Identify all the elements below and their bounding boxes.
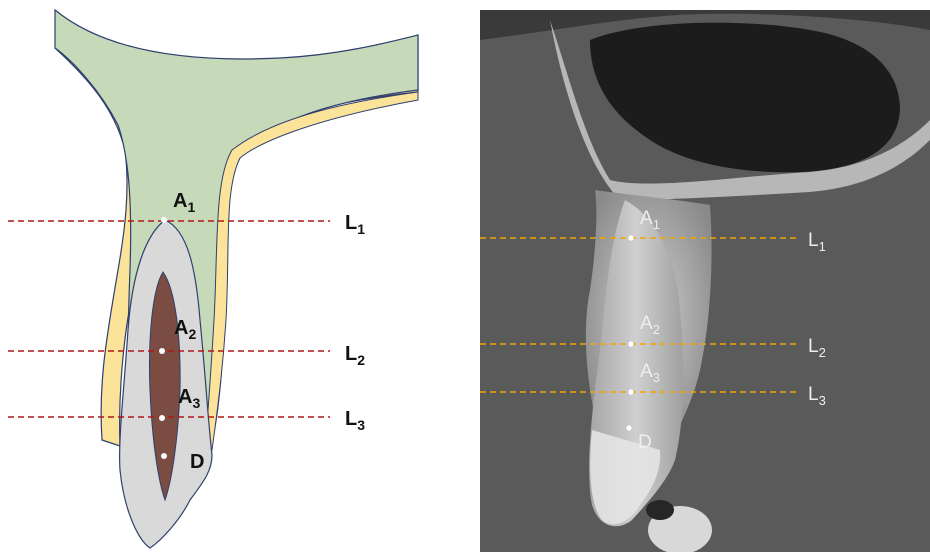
point-a3-marker [159,415,165,421]
inner-cortex [206,92,418,450]
label-l2: L2 [345,343,365,368]
point-d-marker [626,425,631,430]
label-l3: L3 [345,408,365,433]
point-a1-marker [161,217,167,223]
cbct-image-panel: A1 A2 A3 D L1 L2 L3 [480,0,930,552]
point-a2-marker [159,348,165,354]
point-a2-marker [628,341,633,346]
label-d: D [638,432,652,453]
label-d: D [190,451,204,473]
schematic-diagram: A1 A2 A3 D L1 L2 L3 [0,0,470,552]
schematic-svg: A1 A2 A3 D L1 L2 L3 [0,0,470,552]
cbct-svg: A1 A2 A3 D L1 L2 L3 [480,0,930,552]
point-d-marker [161,453,167,459]
dark-gap [646,500,674,520]
point-a1-marker [628,235,633,240]
point-a3-marker [628,389,633,394]
label-l1: L1 [345,212,365,237]
